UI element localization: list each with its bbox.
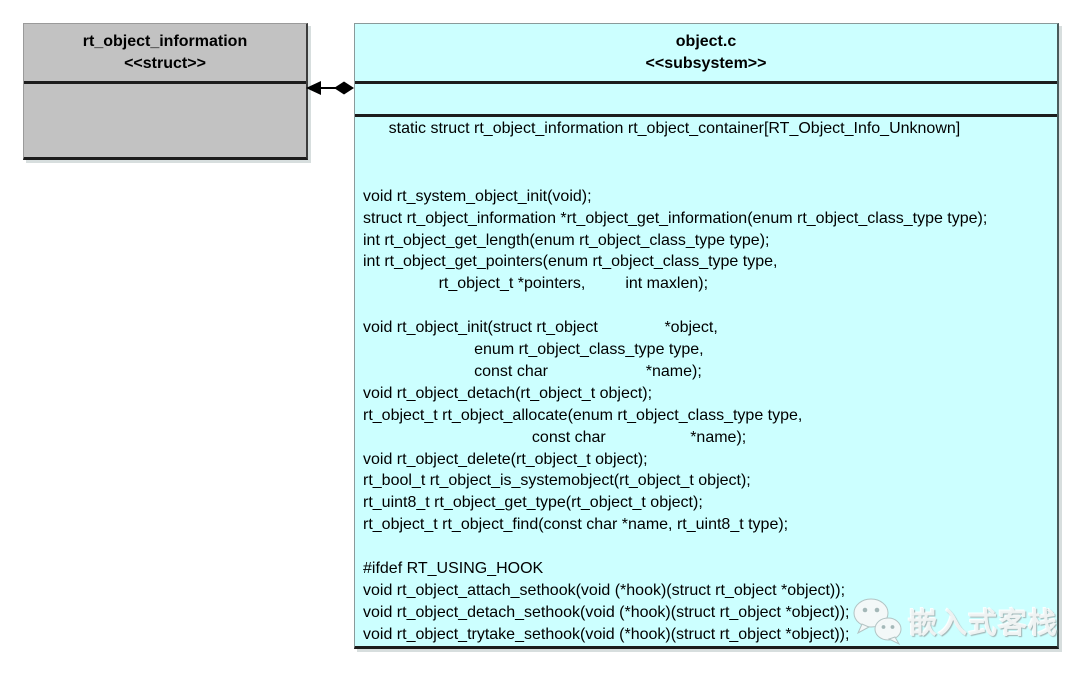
function-line: rt_object_t rt_object_find(const char *n…: [363, 516, 789, 534]
aggregation-connector: [306, 81, 354, 95]
function-line: struct rt_object_information *rt_object_…: [363, 209, 988, 227]
static-member-row: static struct rt_object_information rt_o…: [355, 81, 1057, 137]
struct-box-header: rt_object_information <<struct>>: [24, 24, 306, 81]
struct-box-fields: enum rt_object_class_type type;rt_list_t…: [24, 81, 306, 157]
function-line: void rt_object_init(struct rt_object *ob…: [363, 319, 718, 337]
watermark-text: 嵌入式客栈: [908, 608, 1059, 640]
function-line: const char *name);: [363, 428, 747, 446]
diamond-icon: [334, 81, 354, 95]
subsystem-box-header: object.c <<subsystem>>: [355, 24, 1057, 81]
function-line: enum rt_object_class_type type,: [363, 341, 704, 359]
wechat-icon: [853, 598, 902, 646]
struct-box-stereotype: <<struct>>: [124, 55, 206, 72]
struct-box: rt_object_information <<struct>> enum rt…: [23, 23, 308, 160]
function-line: void rt_object_attach_sethook(void (*hoo…: [363, 582, 846, 599]
function-line: void rt_object_detach(rt_object_t object…: [363, 384, 653, 402]
function-line: rt_bool_t rt_object_is_systemobject(rt_o…: [363, 472, 751, 490]
struct-box-title: rt_object_information: [82, 33, 248, 50]
function-list: void rt_system_object_init(void);struct …: [355, 117, 1057, 646]
function-line: [363, 295, 1057, 317]
function-line: #ifdef RT_USING_HOOK: [363, 560, 544, 578]
function-line: int rt_object_get_pointers(enum rt_objec…: [363, 253, 778, 271]
function-line: int rt_object_get_length(enum rt_object_…: [363, 231, 770, 249]
function-line: [363, 536, 1057, 558]
static-member-text: static struct rt_object_information rt_o…: [388, 120, 961, 137]
function-line: void rt_object_trytake_sethook(void (*ho…: [363, 625, 850, 643]
function-line: const char *name);: [363, 362, 702, 380]
subsystem-box: object.c <<subsystem>> static struct rt_…: [354, 23, 1059, 649]
function-line: void rt_object_detach_sethook(void (*hoo…: [363, 603, 850, 621]
function-line: void rt_system_object_init(void);: [363, 187, 592, 205]
function-line: void rt_object_delete(rt_object_t object…: [363, 450, 648, 468]
watermark: 嵌入式客栈: [851, 595, 1058, 647]
function-line: rt_object_t *pointers, int maxlen);: [363, 275, 709, 293]
function-line: rt_uint8_t rt_object_get_type(rt_object_…: [363, 494, 703, 512]
function-line: rt_object_t rt_object_allocate(enum rt_o…: [363, 406, 803, 424]
subsystem-box-title: object.c: [675, 33, 737, 50]
struct-field-line: enum rt_object_class_type type;: [32, 156, 306, 157]
subsystem-box-stereotype: <<subsystem>>: [645, 55, 767, 72]
arrowhead-icon: [306, 81, 321, 95]
